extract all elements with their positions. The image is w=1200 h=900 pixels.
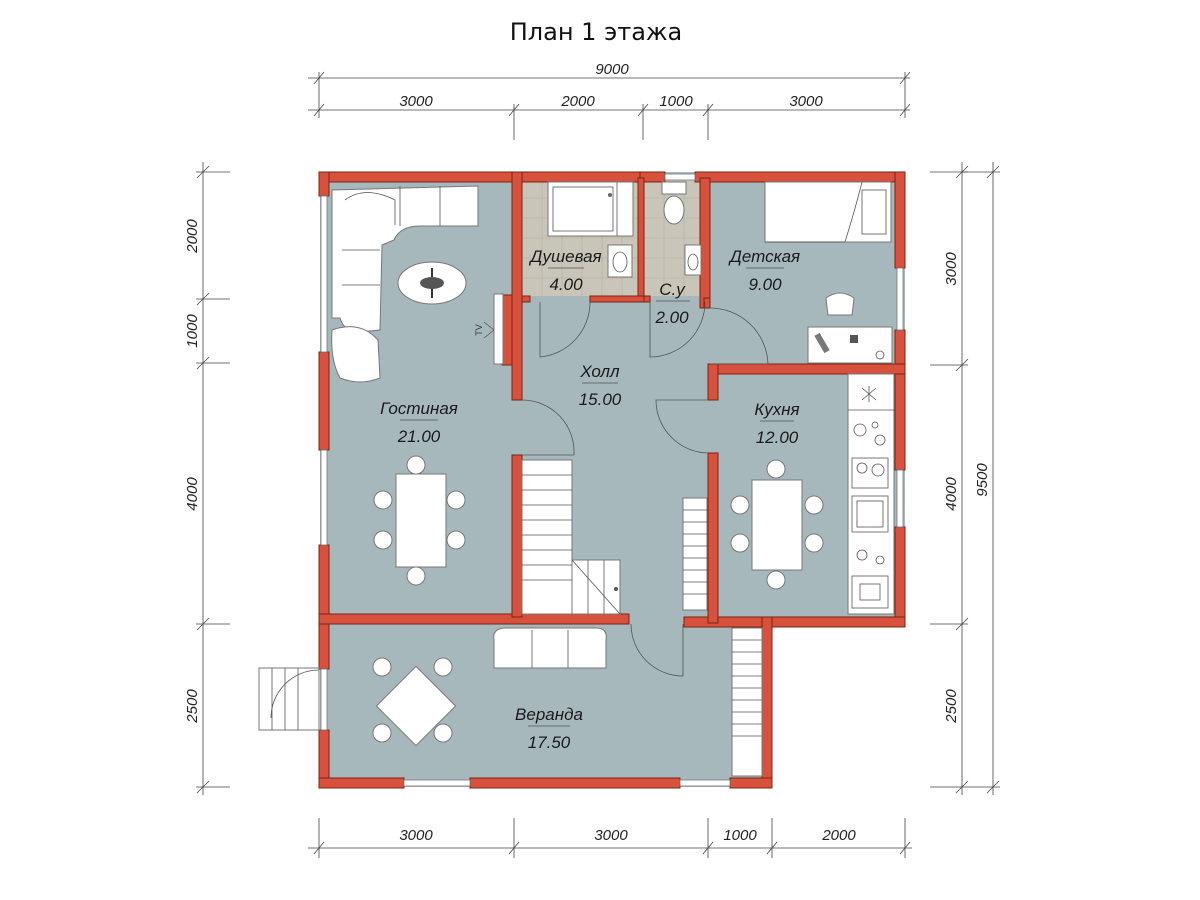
dim-right-1: 3000	[943, 252, 960, 286]
dim-top-1: 3000	[399, 93, 433, 110]
hall-wardrobe	[682, 497, 708, 611]
room-name-kids: Детская	[728, 247, 800, 266]
staircase	[521, 459, 621, 615]
dim-bottom-1: 3000	[399, 827, 433, 844]
dim-right-2: 4000	[943, 477, 960, 511]
kitchen-table	[751, 479, 803, 571]
room-area-hall: 15.00	[579, 390, 622, 409]
dim-right-3: 2500	[943, 689, 960, 724]
room-area-living: 21.00	[397, 427, 441, 446]
interior-walls	[501, 171, 906, 624]
dim-total-height: 9500	[974, 463, 991, 497]
kitchen-sink	[851, 495, 889, 533]
dim-left-4: 2500	[184, 689, 201, 724]
room-area-veranda: 17.50	[528, 733, 571, 752]
shower-sink	[607, 244, 633, 278]
dim-bottom-2: 3000	[594, 827, 628, 844]
room-area-kids: 9.00	[748, 275, 782, 294]
wc-fixtures	[661, 181, 702, 276]
entry-steps	[258, 667, 320, 731]
room-name-wc: С.у	[659, 280, 686, 299]
dim-left-1: 2000	[184, 219, 201, 254]
kids-bed	[764, 181, 892, 243]
veranda-shelf	[731, 627, 763, 777]
tv-label: TV	[474, 324, 484, 336]
kids-room-furniture	[764, 181, 893, 364]
dim-left-3: 4000	[184, 477, 201, 511]
living-dining-set	[373, 455, 466, 586]
kitchen-counter	[847, 373, 895, 615]
room-name-living: Гостиная	[380, 399, 458, 418]
dim-total-width: 9000	[595, 61, 629, 78]
dim-top-4: 3000	[789, 93, 823, 110]
dim-top-3: 1000	[659, 93, 693, 110]
plan-title: План 1 этажа	[510, 18, 683, 46]
toilet	[663, 195, 685, 225]
dim-bottom-3: 1000	[723, 827, 757, 844]
shower-fixtures	[547, 181, 634, 278]
living-sofa	[331, 185, 479, 383]
kitchen-furniture	[730, 373, 895, 615]
dim-top-2: 2000	[560, 93, 595, 110]
room-name-hall: Холл	[579, 362, 620, 381]
shower-cabin	[547, 181, 619, 237]
tv-stand: TV	[474, 293, 504, 365]
dim-bottom-4: 2000	[821, 827, 856, 844]
veranda-table	[375, 665, 457, 747]
room-name-kitchen: Кухня	[754, 400, 799, 419]
room-name-shower: Душевая	[528, 247, 601, 266]
room-name-veranda: Веранда	[515, 705, 583, 724]
windows	[320, 173, 904, 787]
room-area-kitchen: 12.00	[756, 428, 799, 447]
room-area-wc: 2.00	[654, 308, 689, 327]
dim-left-2: 1000	[184, 314, 201, 348]
room-labels: Гостиная 21.00 Душевая 4.00 С.у 2.00 Дет…	[380, 247, 800, 752]
veranda-furniture	[372, 627, 763, 777]
veranda-sofa	[493, 627, 607, 669]
room-area-shower: 4.00	[549, 275, 583, 294]
doors	[521, 301, 769, 677]
dimension-lines	[196, 71, 1000, 858]
